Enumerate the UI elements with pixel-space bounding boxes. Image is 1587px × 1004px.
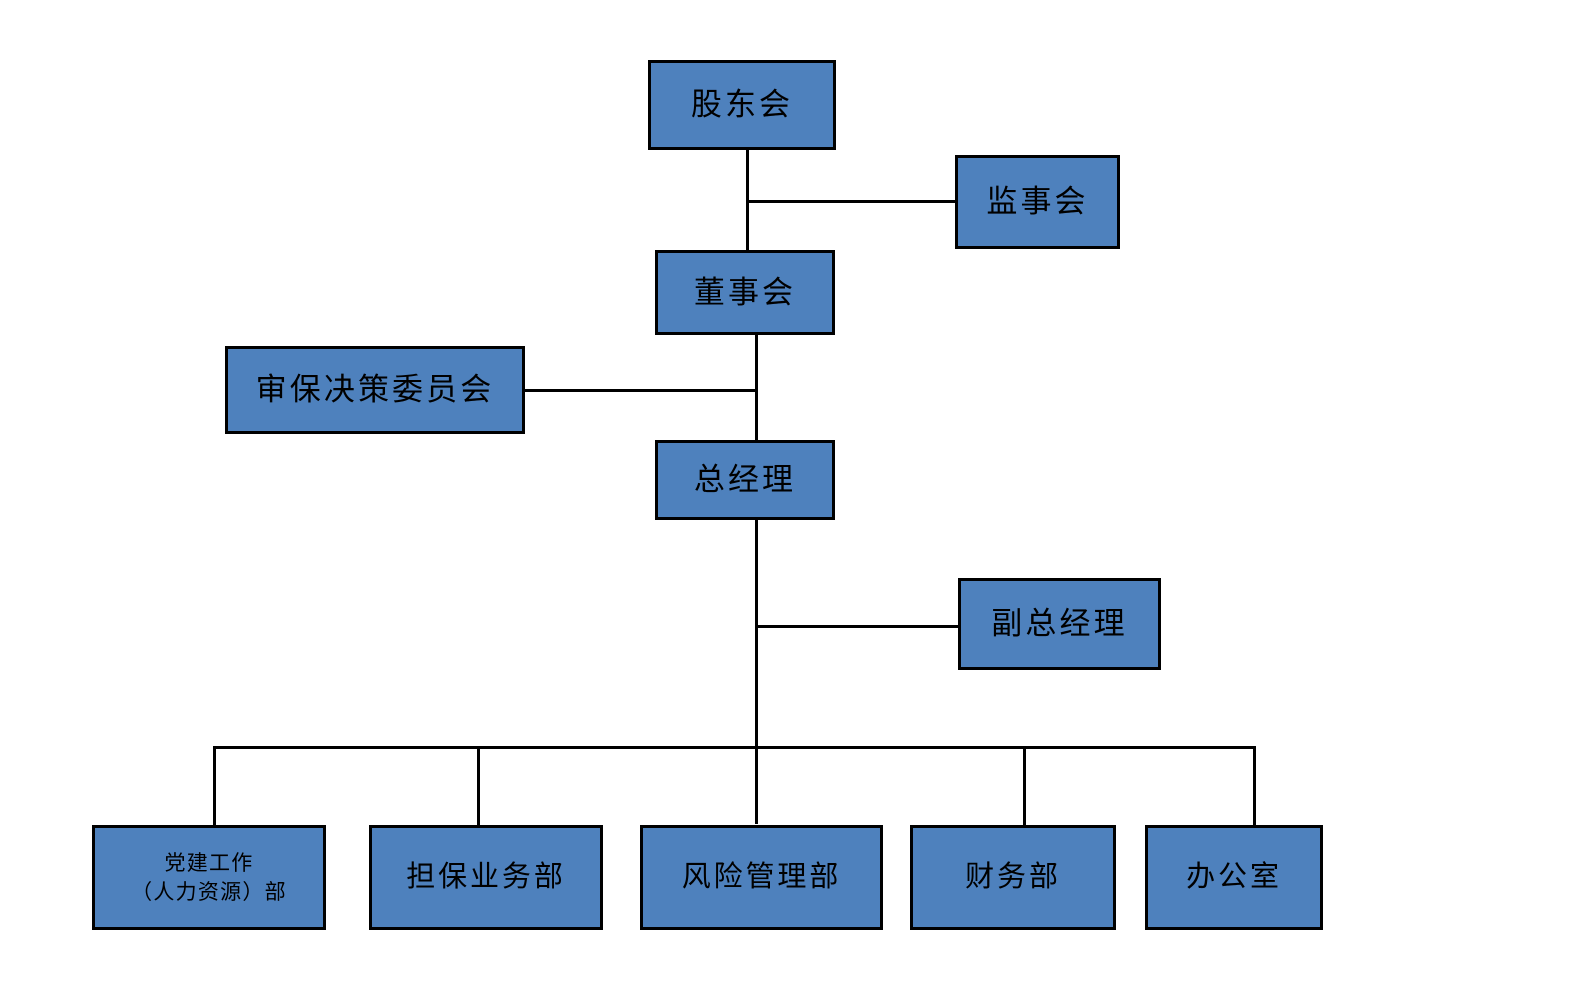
node-risk-management[interactable]: 风险管理部 (640, 825, 883, 930)
node-shareholders-label: 股东会 (690, 87, 794, 123)
connector-general-manager-trunk (755, 518, 758, 824)
node-general-manager[interactable]: 总经理 (655, 440, 835, 520)
node-party-hr-label: 党建工作 （人力资源）部 (131, 851, 287, 904)
node-guarantee-business[interactable]: 担保业务部 (369, 825, 603, 930)
connector-drop-guarantee-business (477, 746, 480, 826)
node-finance[interactable]: 财务部 (910, 825, 1116, 930)
connector-board-to-general-manager (755, 333, 758, 443)
node-supervisors-label: 监事会 (986, 184, 1089, 220)
node-board[interactable]: 董事会 (655, 250, 835, 335)
node-board-label: 董事会 (693, 274, 797, 310)
node-office[interactable]: 办公室 (1145, 825, 1323, 930)
node-risk-management-label: 风险管理部 (681, 860, 842, 893)
node-general-manager-label: 总经理 (693, 462, 797, 498)
connector-shareholders-to-supervisors (746, 200, 958, 203)
node-deputy-general-manager[interactable]: 副总经理 (958, 578, 1161, 670)
connector-drop-office (1253, 746, 1256, 826)
node-committee[interactable]: 审保决策委员会 (225, 346, 525, 434)
node-guarantee-business-label: 担保业务部 (406, 860, 566, 893)
node-committee-label: 审保决策委员会 (255, 372, 495, 408)
connector-drop-party-hr (213, 746, 216, 826)
connector-drop-finance (1023, 746, 1026, 826)
node-deputy-general-manager-label: 副总经理 (991, 606, 1128, 642)
node-shareholders[interactable]: 股东会 (648, 60, 836, 150)
connector-general-manager-to-deputy (757, 625, 960, 628)
connector-department-bus (213, 746, 1256, 749)
node-office-label: 办公室 (1186, 860, 1282, 893)
connector-board-to-committee (525, 389, 757, 392)
node-supervisors[interactable]: 监事会 (955, 155, 1120, 249)
node-party-hr[interactable]: 党建工作 （人力资源）部 (92, 825, 326, 930)
node-finance-label: 财务部 (965, 860, 1061, 893)
